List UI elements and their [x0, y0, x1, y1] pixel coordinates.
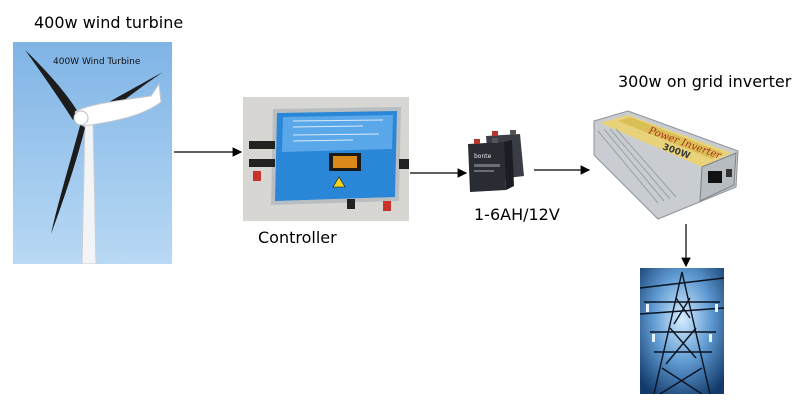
battery-caption: 1-6AH/12V [474, 205, 560, 224]
wind-turbine-image: 400W Wind Turbine [13, 42, 172, 264]
turbine-banner: 400W Wind Turbine [53, 57, 141, 67]
power-grid-image [640, 268, 724, 394]
inverter-image: Power Inverter 300W [588, 107, 742, 223]
turbine-caption: 400w wind turbine [34, 13, 184, 32]
battery-image: bonte [462, 128, 528, 195]
controller-image [243, 97, 409, 221]
battery-brand: bonte [474, 153, 492, 160]
controller-caption: Controller [258, 228, 337, 247]
inverter-caption: 300w on grid inverter [618, 72, 792, 91]
